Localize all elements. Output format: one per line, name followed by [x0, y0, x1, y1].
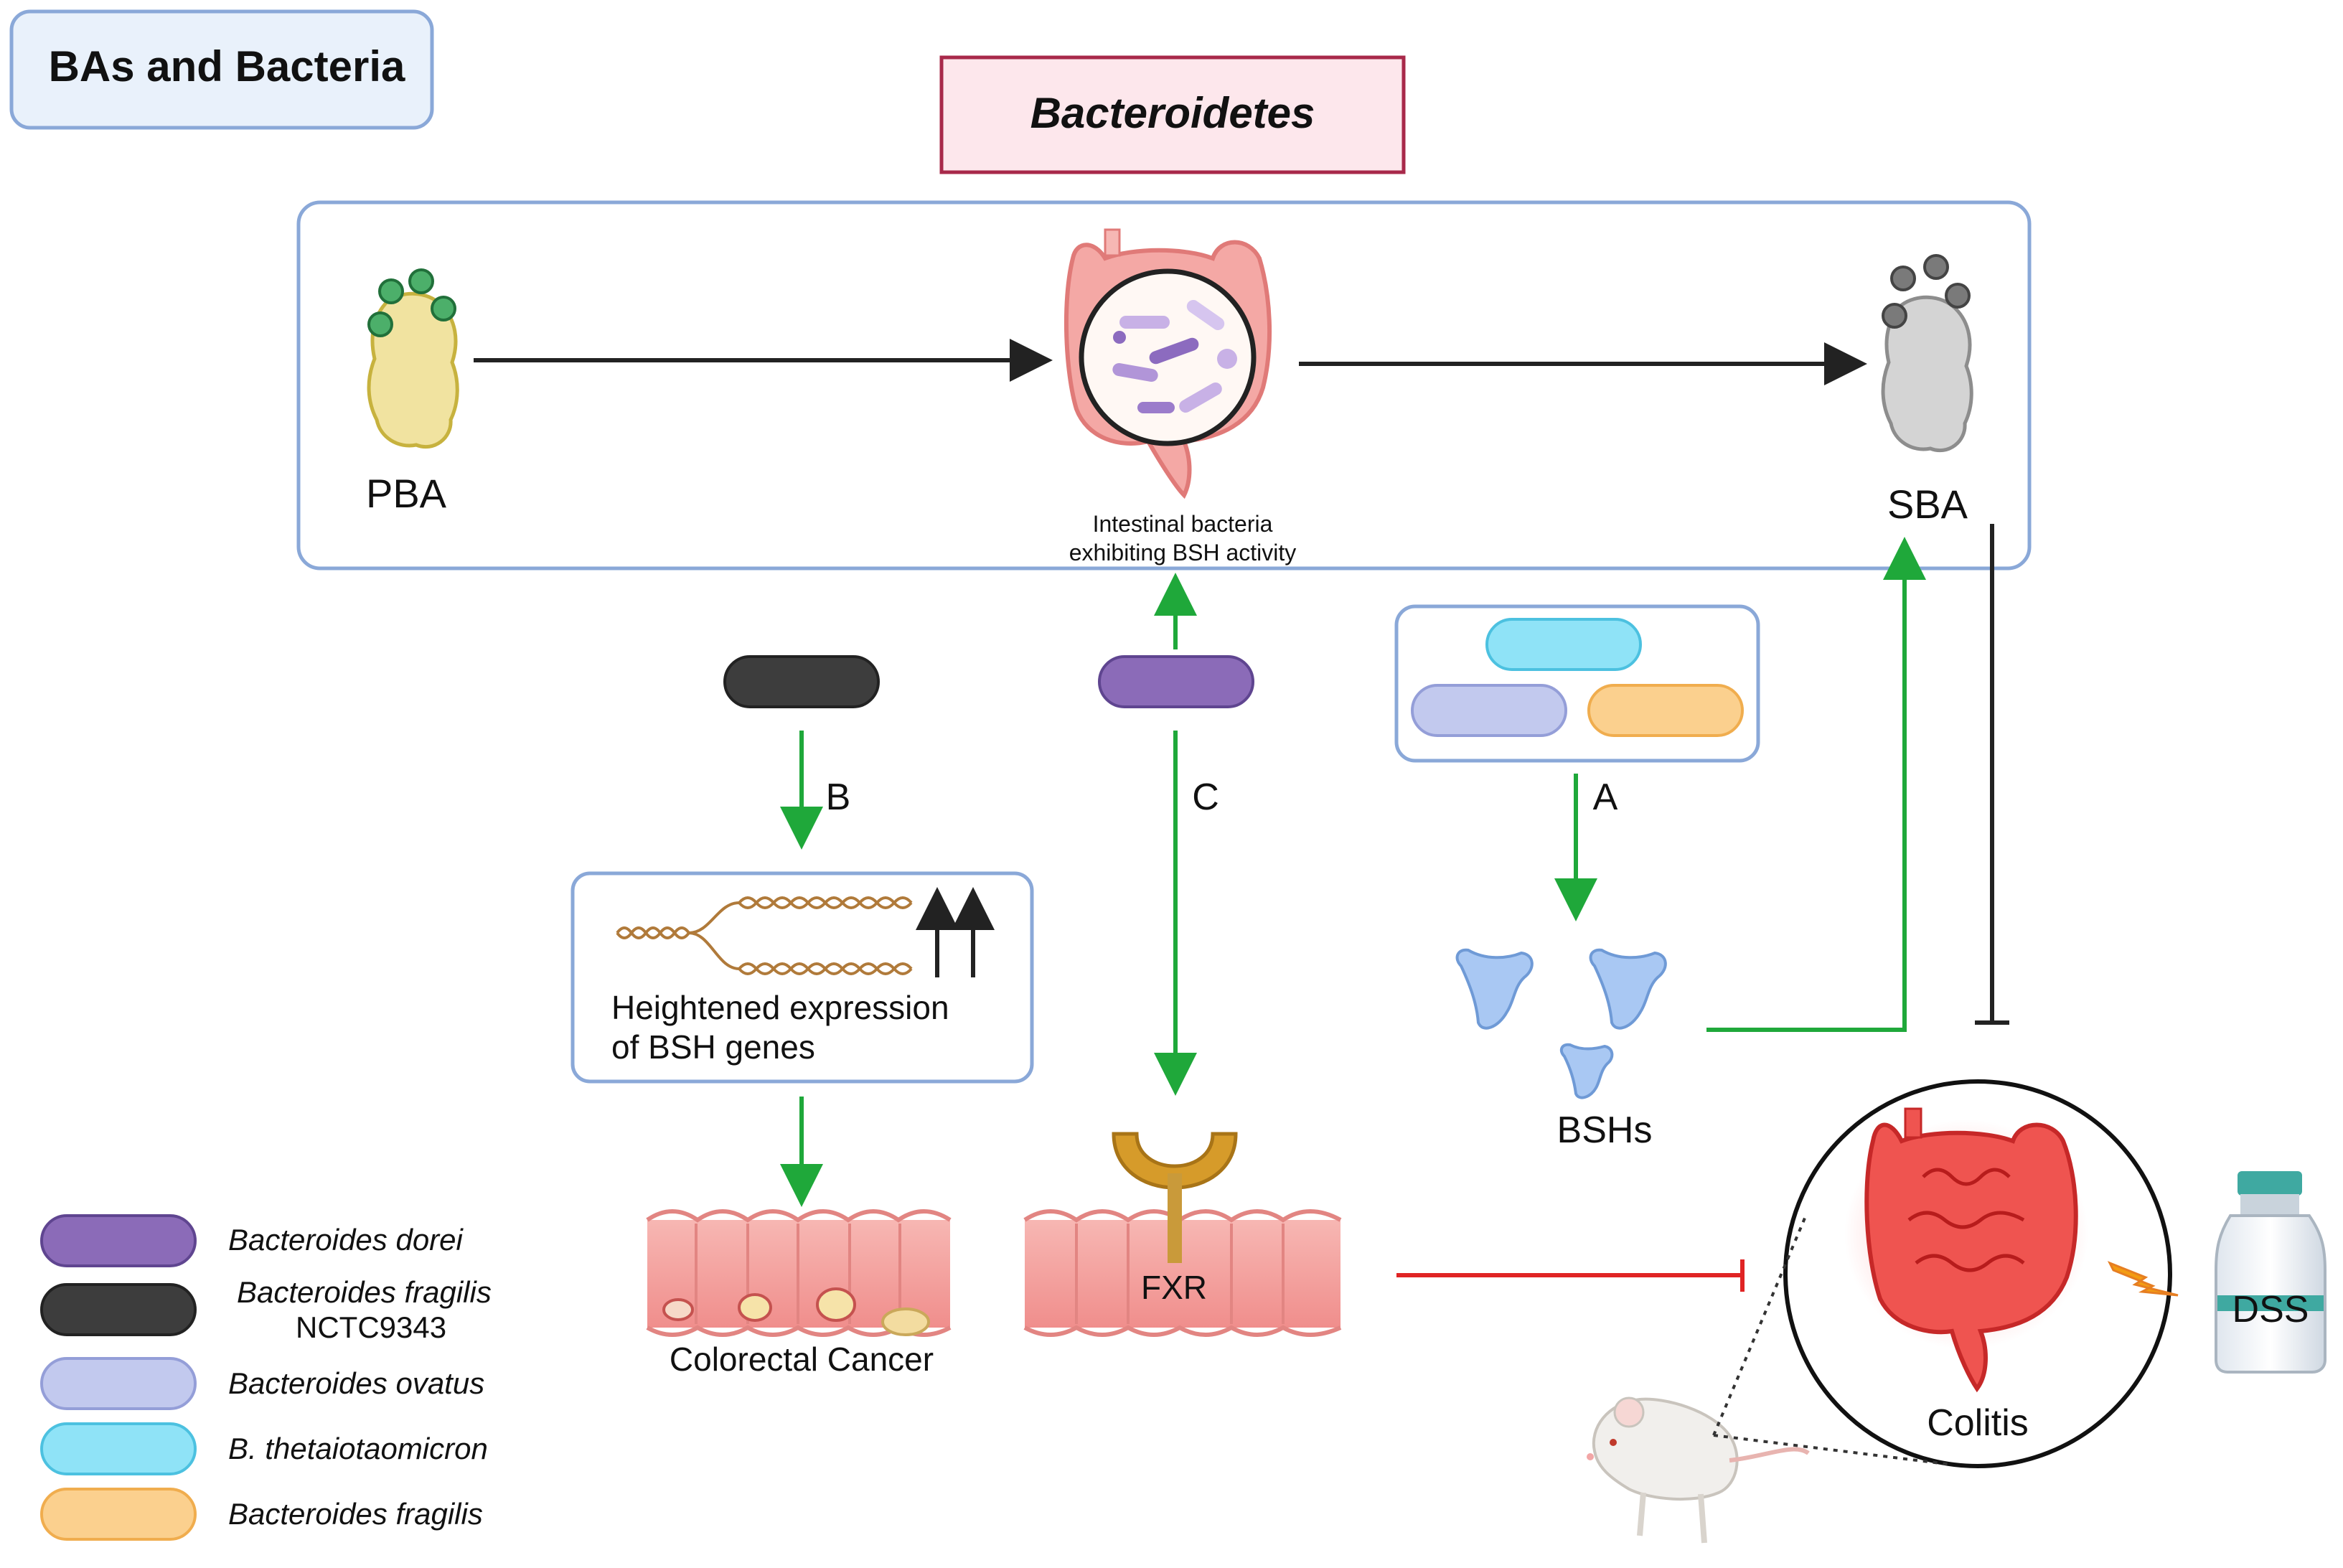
bacterium-fragilis-nctc9343 — [723, 655, 880, 708]
lightning-icon — [2107, 1261, 2179, 1297]
fxr-receptor-icon — [1112, 1132, 1238, 1263]
sba-label: SBA — [1887, 482, 1968, 527]
bacteria-group-box — [1394, 604, 1760, 763]
pba-label: PBA — [366, 471, 447, 516]
expression-line2: of BSH genes — [611, 1028, 815, 1066]
mouse-icon — [1587, 1396, 1810, 1544]
expression-box: Heightened expression of BSH genes — [571, 871, 1034, 1084]
bsh-enzymes-icon — [1455, 948, 1667, 1099]
bacterium-dorei — [1098, 655, 1254, 708]
legend: Bacteroides dorei Bacteroides fragilis N… — [40, 1214, 492, 1541]
legend-label-dorei: Bacteroides dorei — [228, 1223, 464, 1257]
arrow-bshs-to-sba — [1706, 537, 1926, 1032]
legend-label-fragilis-nctc: Bacteroides fragilis — [237, 1275, 492, 1309]
expression-line1: Heightened expression — [611, 989, 949, 1026]
dss-vial-icon — [2215, 1171, 2326, 1374]
dss-label: DSS — [2232, 1289, 2309, 1330]
colitis-label: Colitis — [1927, 1402, 2029, 1444]
branch-c-label: C — [1192, 776, 1219, 818]
intestine-bacteria-icon — [1063, 228, 1272, 499]
gut-label-line1: Intestinal bacteria — [1093, 511, 1273, 537]
inflamed-intestine-icon — [1864, 1107, 2078, 1393]
legend-label-nctc9343: NCTC9343 — [296, 1310, 446, 1344]
bshs-label: BSHs — [1557, 1109, 1653, 1151]
legend-swatch-fragilis-nctc — [40, 1283, 197, 1336]
pba-molecule-icon — [367, 268, 459, 449]
legend-swatch-ovatus — [40, 1357, 197, 1410]
legend-label-fragilis: Bacteroides fragilis — [228, 1497, 483, 1531]
phylum-title: Bacteroidetes — [1030, 89, 1315, 137]
legend-swatch-dorei — [40, 1214, 197, 1267]
phylum-box: Bacteroidetes — [939, 55, 1406, 174]
branch-a-label: A — [1593, 776, 1618, 818]
gut-label-line2: exhibiting BSH activity — [1069, 540, 1297, 565]
legend-swatch-thetaiotaomicron — [40, 1422, 197, 1475]
fxr-label: FXR — [1141, 1269, 1207, 1306]
legend-label-thetaiotaomicron: B. thetaiotaomicron — [228, 1432, 488, 1465]
sba-molecule-icon — [1881, 254, 1973, 453]
legend-swatch-fragilis — [40, 1488, 197, 1541]
colorectal-cancer-label: Colorectal Cancer — [670, 1341, 934, 1378]
legend-label-ovatus: Bacteroides ovatus — [228, 1366, 484, 1400]
fxr-tissue-icon — [1023, 1209, 1342, 1337]
page-title: BAs and Bacteria — [49, 42, 405, 90]
bacterium-thetaiotaomicron — [1485, 618, 1642, 671]
bacterium-ovatus — [1411, 684, 1567, 737]
bacterium-fragilis — [1587, 684, 1744, 737]
branch-b-label: B — [826, 776, 851, 818]
colitis-circle: DSS Colitis — [1783, 1079, 2326, 1468]
dna-icon — [616, 896, 913, 975]
colorectal-cancer-tissue-icon — [646, 1209, 952, 1337]
title-box: BAs and Bacteria — [9, 9, 434, 130]
